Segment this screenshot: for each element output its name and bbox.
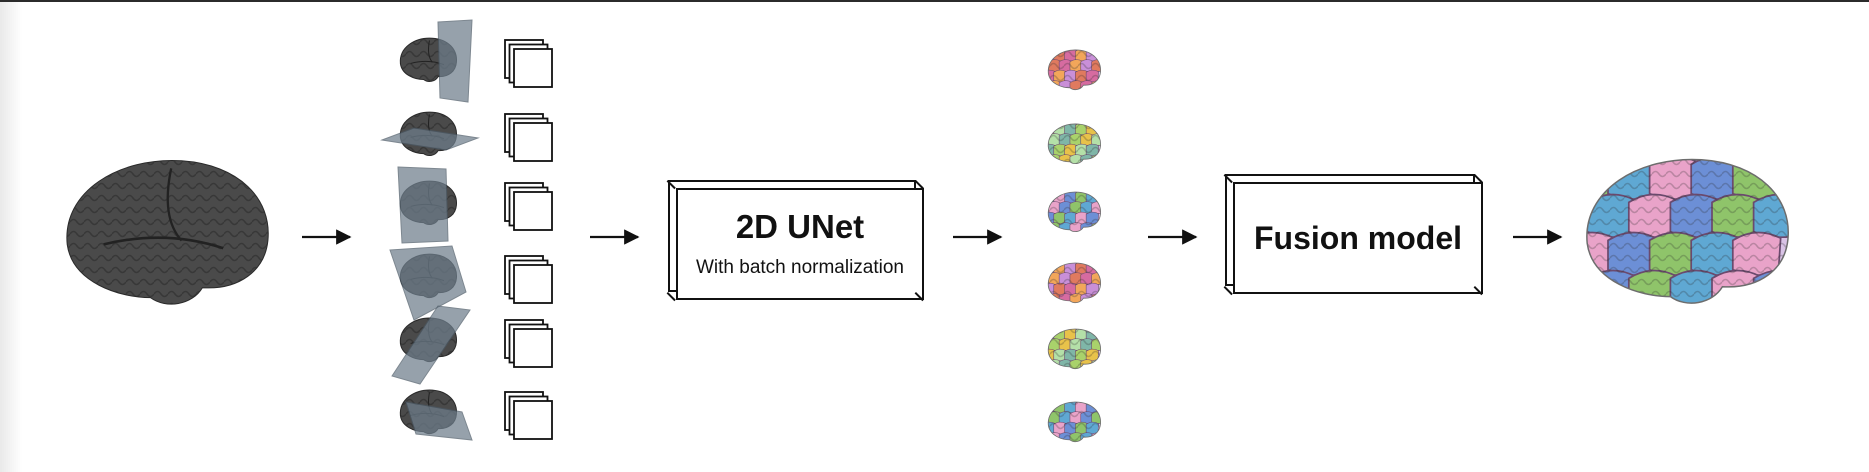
segmented-brain-3 bbox=[1047, 191, 1101, 233]
stacked-frames-icon bbox=[504, 39, 553, 88]
segmented-brain-2 bbox=[1047, 123, 1101, 165]
segmented-brain-5 bbox=[1047, 328, 1101, 370]
segmented-brain-1 bbox=[1047, 49, 1101, 91]
fusion-box: Fusion model bbox=[1223, 174, 1483, 296]
brain-slice-plane-icon bbox=[380, 127, 480, 151]
stacked-frames-icon bbox=[504, 113, 553, 162]
brain-slice-plane-icon bbox=[391, 305, 471, 385]
brain-slice-plane-icon bbox=[437, 19, 473, 103]
brain-slice-plane-icon bbox=[397, 166, 449, 244]
stacked-frames-icon bbox=[504, 319, 553, 368]
grayscale-brain-icon bbox=[66, 160, 269, 305]
slice-brain-3 bbox=[399, 180, 457, 226]
segmented-brain-6 bbox=[1047, 401, 1101, 443]
left-shadow bbox=[0, 2, 22, 472]
slice-brain-2 bbox=[399, 111, 457, 157]
unet-subtitle: With batch normalization bbox=[695, 257, 905, 279]
slice-brain-1 bbox=[399, 37, 457, 82]
parcellated-brain-icon-final bbox=[1586, 158, 1789, 304]
stacked-frames-icon bbox=[504, 182, 553, 231]
unet-title: 2D UNet bbox=[735, 207, 865, 245]
brain-slice-plane-icon bbox=[389, 245, 467, 321]
stacked-frames-icon bbox=[504, 255, 553, 304]
top-border bbox=[0, 0, 1869, 2]
slice-brain-6 bbox=[399, 389, 457, 435]
slice-brain-4 bbox=[399, 253, 457, 299]
unet-box: 2D UNet With batch normalization bbox=[666, 180, 924, 302]
fusion-title: Fusion model bbox=[1254, 219, 1462, 256]
segmented-brain-4 bbox=[1047, 262, 1101, 304]
brain-slice-plane-icon bbox=[405, 401, 473, 441]
slice-brain-5 bbox=[399, 317, 457, 363]
stacked-frames-icon bbox=[504, 391, 553, 440]
